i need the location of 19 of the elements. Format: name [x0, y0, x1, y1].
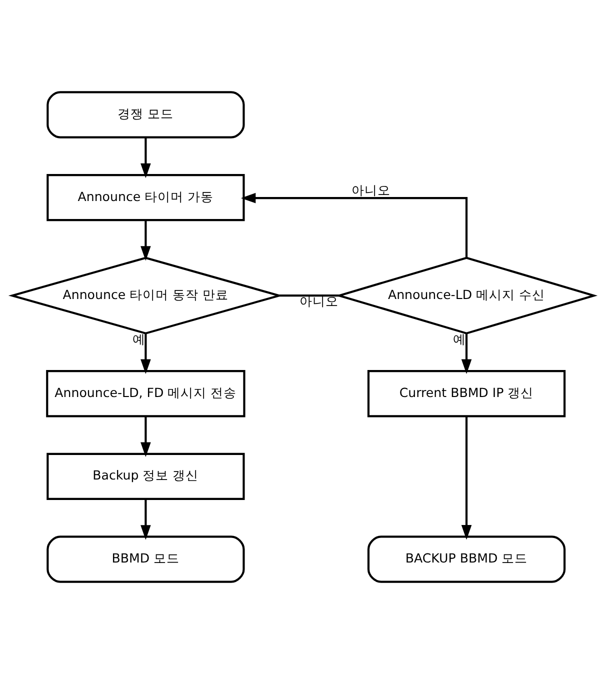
arrow: [140, 136, 151, 178]
edge-label: 예: [453, 330, 466, 346]
node-box: Current BBMD IP 갱신: [367, 370, 566, 417]
edge-label: 아니오: [351, 182, 390, 198]
node-box: BACKUP BBMD 모드: [367, 535, 566, 582]
arrow: [140, 416, 151, 456]
edge-label: 아니오: [299, 293, 338, 308]
arrow: [461, 416, 472, 540]
node-box: Announce 타이머 가동: [46, 173, 245, 221]
connector: [279, 294, 340, 296]
node-box: 경쟁 모드: [46, 90, 245, 138]
arrow: [240, 192, 468, 258]
node-box: Backup 정보 갱신: [46, 452, 245, 500]
node-box: BBMD 모드: [46, 535, 245, 582]
arrow: [140, 333, 151, 374]
arrow: [140, 498, 151, 540]
arrow: [140, 220, 151, 260]
arrow: [461, 333, 472, 374]
node-box: Announce-LD, FD 메시지 전송: [46, 370, 246, 417]
